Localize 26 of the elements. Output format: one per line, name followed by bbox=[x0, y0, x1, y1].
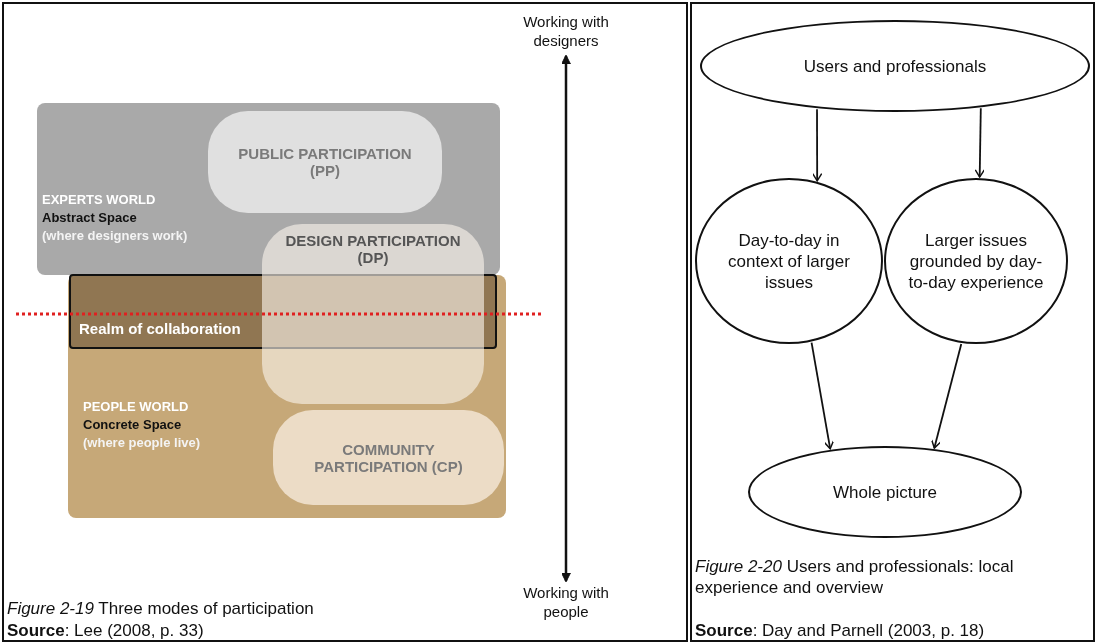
source-note: Source: Day and Parnell (2003, p. 18) bbox=[695, 620, 986, 641]
region-subtitle: Abstract Space bbox=[42, 209, 137, 226]
frame-label: Realm of collaboration bbox=[79, 320, 241, 337]
arrow bbox=[810, 341, 835, 450]
region-panel bbox=[37, 103, 500, 275]
rounded-box: PUBLIC PARTICIPATION (PP) bbox=[208, 111, 442, 213]
arrow bbox=[974, 107, 985, 178]
arrow bbox=[811, 108, 823, 182]
region-panel bbox=[68, 275, 506, 518]
rounded-box: DESIGN PARTICIPATION (DP) bbox=[262, 224, 484, 404]
axis-label: Working with designers bbox=[515, 12, 617, 54]
cloud-bubble: Larger issues grounded by day-to-day experience bbox=[884, 178, 1068, 344]
double-arrow bbox=[561, 54, 571, 583]
cloud-bubble: Day-to-day in context of larger issues bbox=[695, 178, 883, 344]
region-heading: EXPERTS WORLD bbox=[42, 191, 156, 208]
region-note: (where people live) bbox=[83, 434, 201, 451]
region-heading: PEOPLE WORLD bbox=[83, 398, 189, 415]
cloud-bubble: Whole picture bbox=[748, 446, 1022, 538]
cloud-bubble: Users and professionals bbox=[700, 20, 1090, 112]
axis-label: Working with people bbox=[515, 583, 617, 623]
region-note: (where designers work) bbox=[42, 227, 188, 244]
figure-caption: Figure 2-20 Users and professionals: local experience and overview bbox=[695, 556, 1015, 598]
region-subtitle: Concrete Space bbox=[83, 416, 182, 433]
source-note: Source: Lee (2008, p. 33) bbox=[7, 620, 205, 641]
rounded-box: COMMUNITY PARTICIPATION (CP) bbox=[273, 410, 504, 505]
arrow bbox=[931, 343, 963, 449]
